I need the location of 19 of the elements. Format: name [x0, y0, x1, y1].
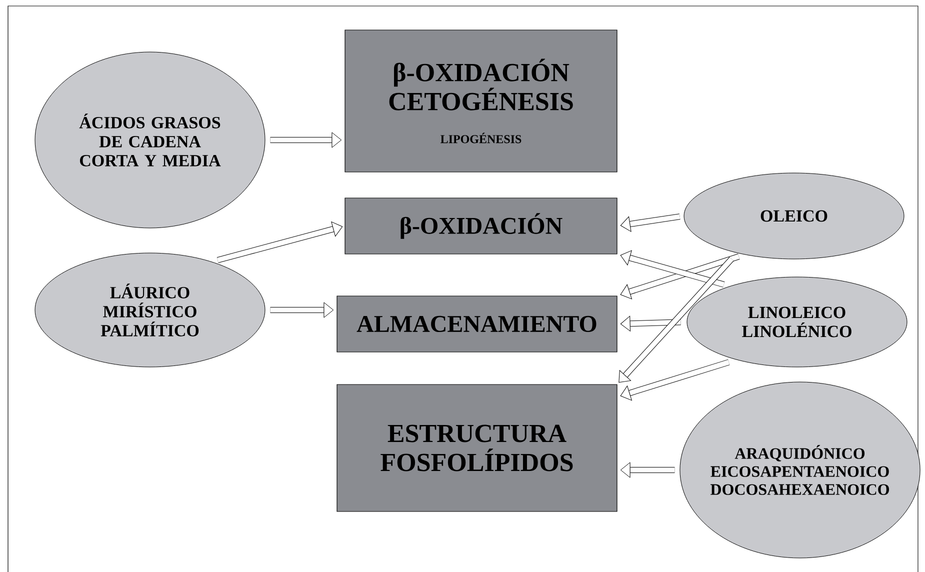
arrow — [618, 256, 734, 383]
oval-node: LÁURICO MIRÍSTICO PALMÍTICO — [34, 252, 266, 368]
process-box: ALMACENAMIENTO — [336, 296, 618, 352]
arrow — [216, 222, 343, 264]
arrow — [270, 302, 334, 318]
arrow — [620, 316, 681, 332]
arrow — [270, 132, 342, 148]
arrow — [620, 359, 730, 401]
arrow — [620, 214, 680, 232]
process-box: β-OXIDACIÓN CETOGÉNESIS LIPOGÉNESIS — [344, 30, 618, 172]
arrow — [620, 250, 725, 288]
oval-node: OLEICO — [684, 172, 904, 260]
oval-node: ÁCIDOS GRASOS DE CADENA CORTA Y MEDIA — [34, 52, 266, 228]
process-box: β-OXIDACIÓN — [344, 198, 618, 254]
oval-node: LINOLEICO LINOLÉNICO — [686, 276, 908, 368]
arrow — [620, 462, 675, 478]
process-box: ESTRUCTURA FOSFOLÍPIDOS — [336, 384, 618, 512]
arrow — [620, 254, 740, 300]
oval-node: ARAQUIDÓNICO EICOSAPENTAENOICO DOCOSAHEXAENOICO — [680, 382, 920, 558]
